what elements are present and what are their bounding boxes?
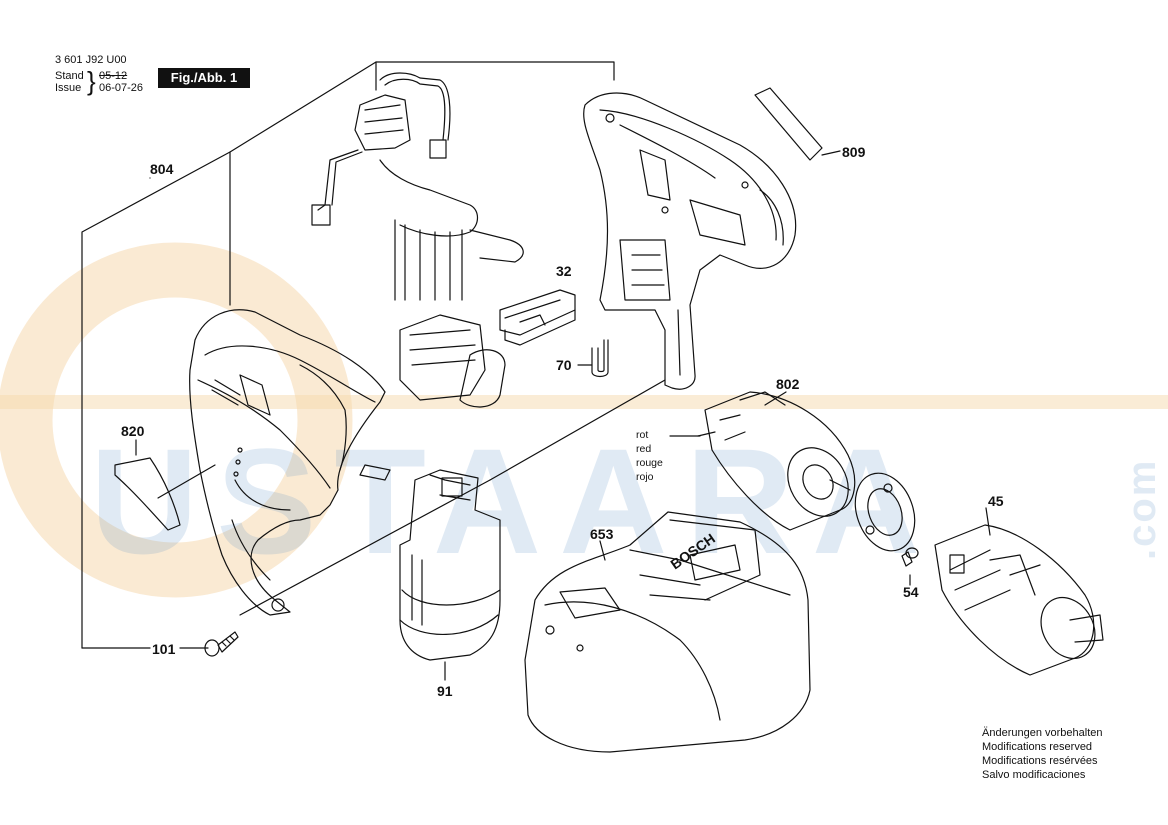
label-strip-809 — [754, 87, 823, 161]
part-number: 3 601 J92 U00 — [55, 54, 127, 66]
slider-32 — [499, 289, 576, 346]
wire-color-de: rot — [636, 429, 649, 441]
charger-653 — [524, 511, 811, 753]
callout-54: 54 — [903, 584, 919, 600]
callout-32: 32 — [556, 263, 572, 279]
callout-70: 70 — [556, 357, 572, 373]
watermark-orange-band — [0, 395, 1168, 409]
note-fr: Modifications resérvées — [982, 755, 1098, 767]
wire-color-fr: rouge — [636, 457, 663, 469]
watermark-orange-ring — [0, 242, 353, 598]
note-en: Modifications reserved — [982, 741, 1093, 753]
gearbox-45 — [934, 524, 1104, 676]
callout-804: 804 — [150, 161, 174, 177]
wire-color-es: rojo — [636, 471, 654, 483]
figure-label: Fig./Abb. 1 — [158, 68, 250, 88]
callout-91: 91 — [437, 683, 453, 699]
screw-101 — [204, 631, 239, 657]
issue-value: 06-07-26 — [99, 82, 144, 94]
callout-101: 101 — [152, 641, 176, 657]
bracket-lines — [81, 61, 991, 681]
switch-wiring-assembly — [311, 72, 524, 408]
gear-plate — [854, 472, 916, 552]
housing-left-804 — [189, 309, 391, 616]
clip-70 — [591, 339, 609, 378]
screw-54 — [901, 547, 919, 567]
stand-value: 05-12 — [99, 70, 128, 82]
callout-802: 802 — [776, 376, 800, 392]
issue-label: Issue — [55, 82, 82, 94]
brace-glyph: } — [87, 66, 96, 96]
note-es: Salvo modificaciones — [982, 769, 1086, 781]
callout-809: 809 — [842, 144, 866, 160]
watermark-text: USTAARA — [90, 417, 939, 585]
callout-820: 820 — [121, 423, 145, 439]
housing-right — [583, 92, 797, 390]
note-de: Änderungen vorbehalten — [982, 727, 1103, 739]
battery-91 — [399, 469, 501, 661]
callout-653: 653 — [590, 526, 614, 542]
stand-label: Stand — [55, 70, 84, 82]
callout-45: 45 — [988, 493, 1004, 509]
motor-802 — [697, 391, 856, 531]
label-820 — [114, 457, 181, 531]
wire-color-en: red — [636, 443, 652, 455]
